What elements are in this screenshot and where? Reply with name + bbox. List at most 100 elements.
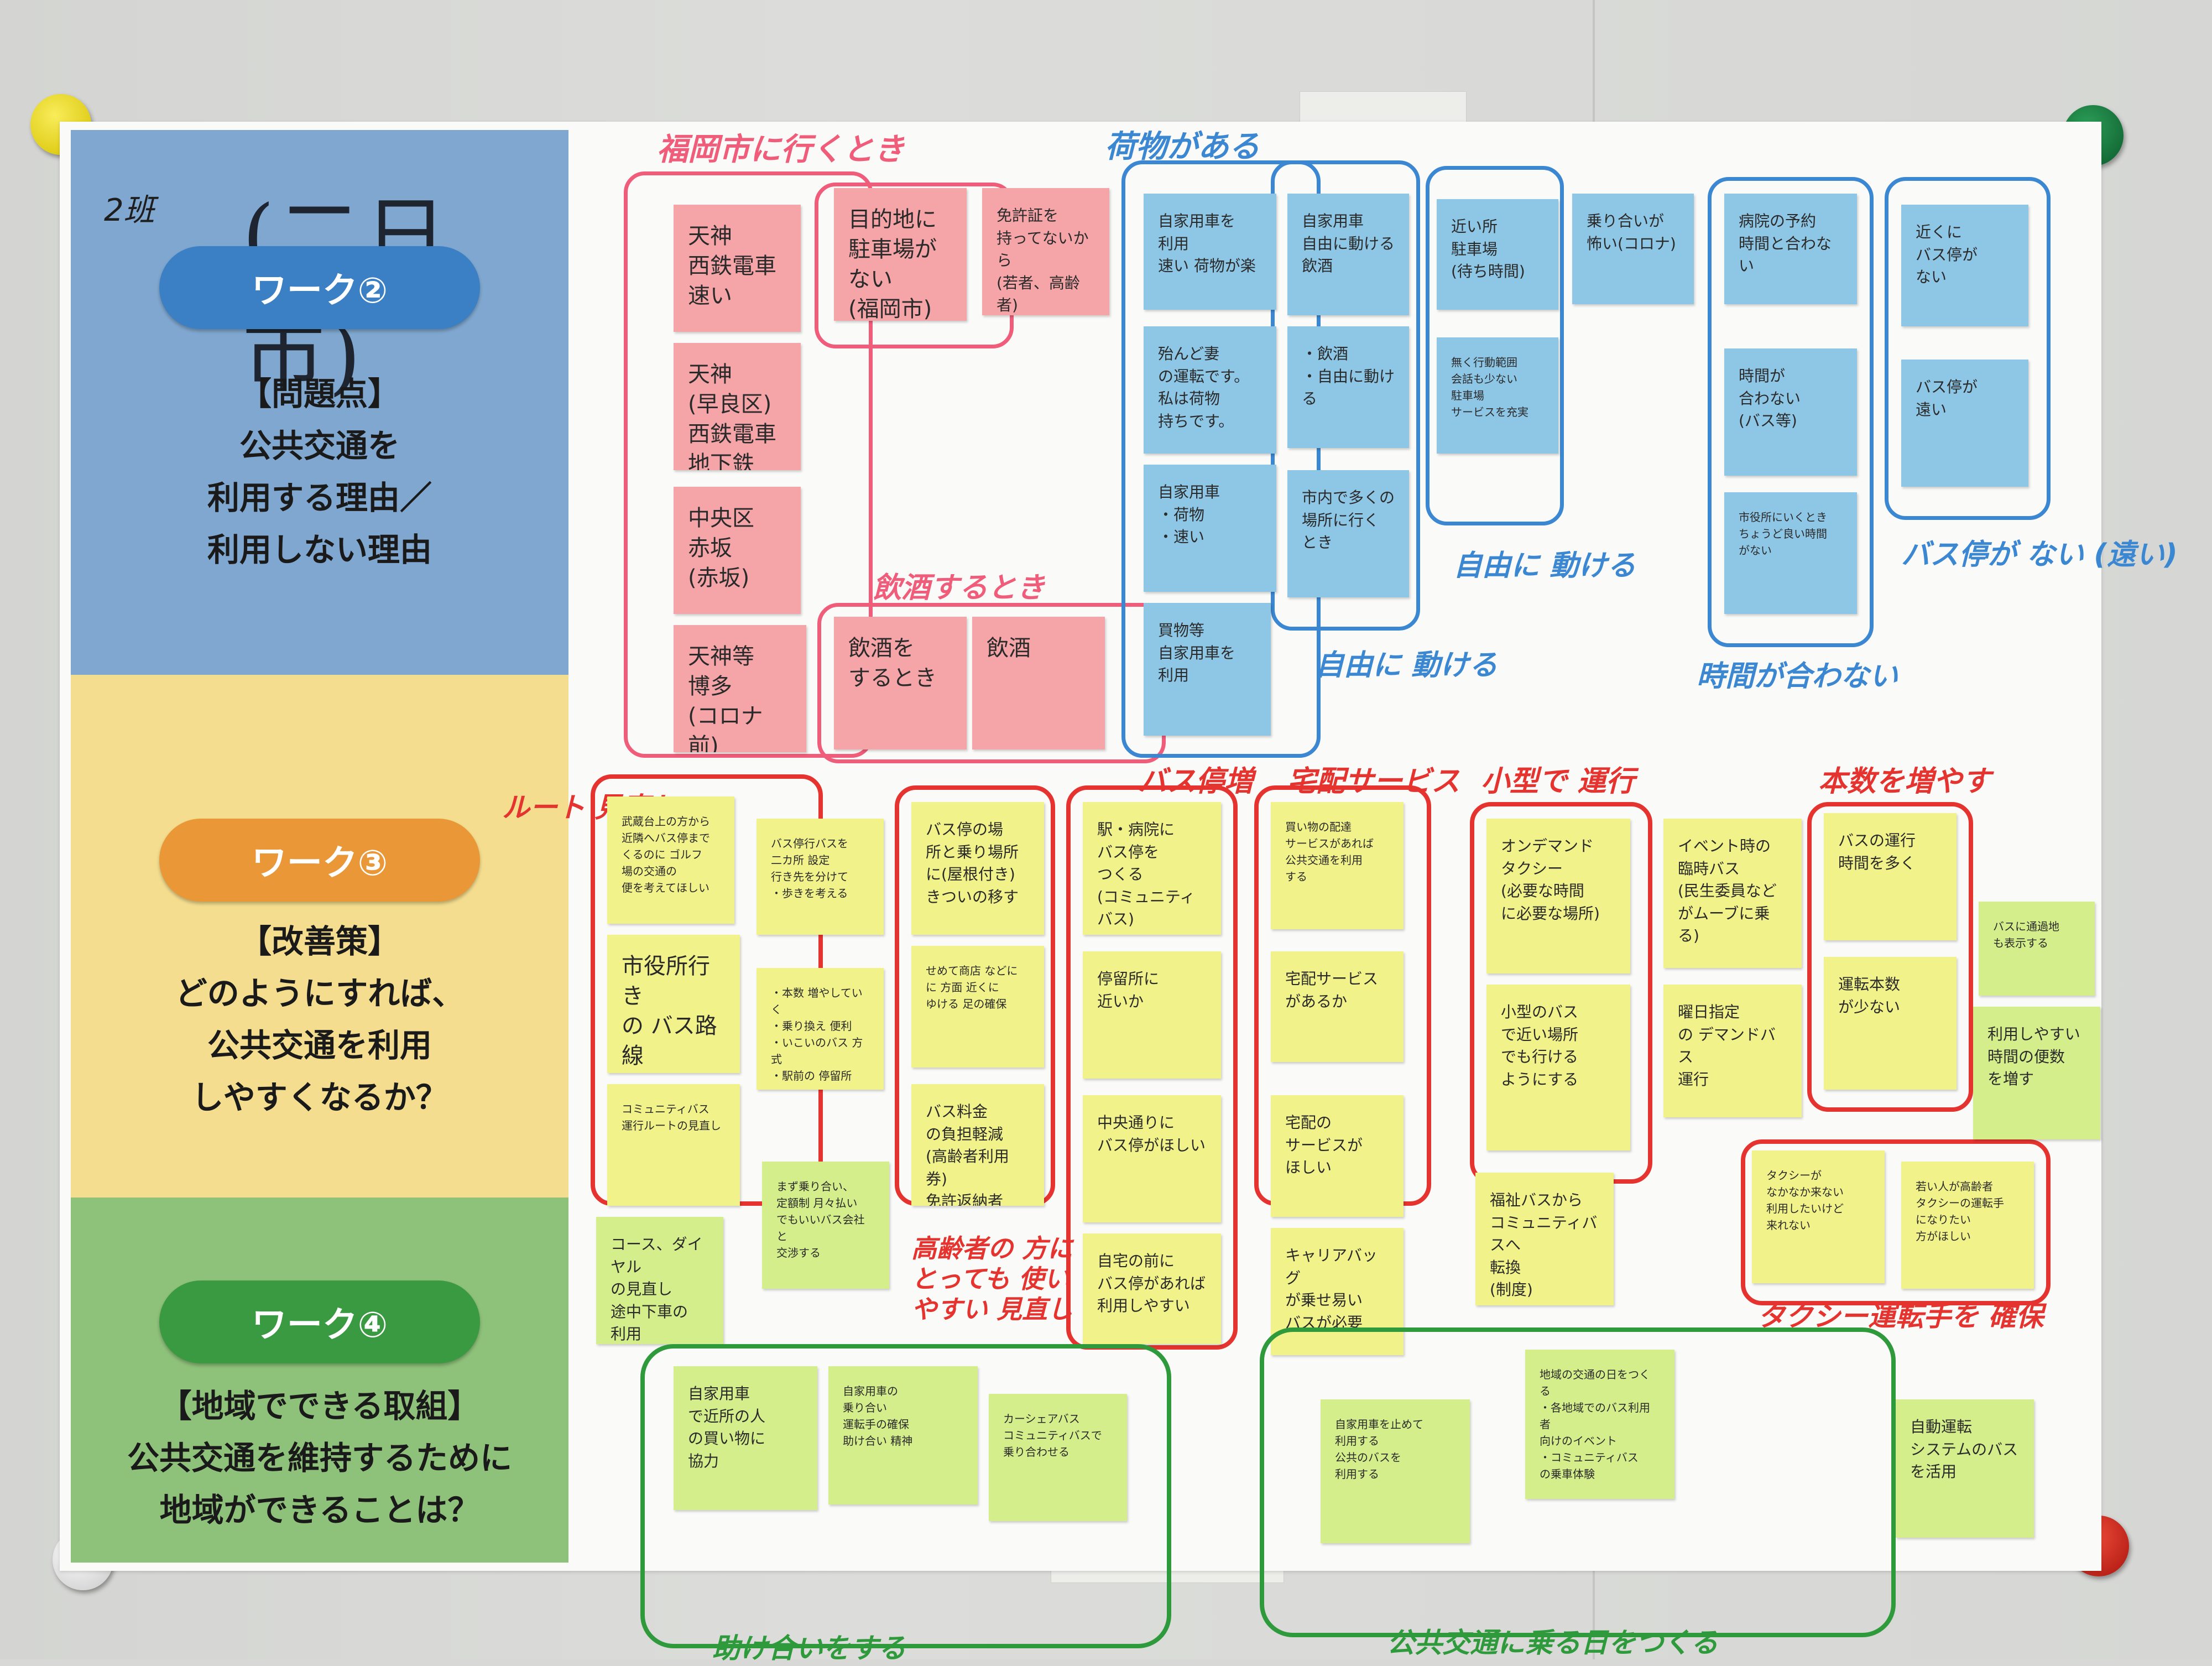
sticky-note: 買物等自家用車を利用 [1144, 603, 1271, 736]
sticky-note: 病院の予約時間と合わない [1724, 194, 1857, 304]
sticky-note: 飲酒 [972, 617, 1105, 749]
question-line: どのようにすれば、 [175, 975, 465, 1012]
sticky-note: 自宅の前にバス停があれば利用しやすい [1083, 1233, 1221, 1344]
question-line: 【地域でできる取組】 [159, 1387, 480, 1425]
sticky-note: 自動運転システムのバスを活用 [1896, 1399, 2034, 1538]
sticky-note: 武蔵台上の方から近隣へバス停までくるのに ゴルフ場の交通の便を考えてほしい [607, 796, 734, 924]
sticky-note: 飲酒をするとき [834, 617, 967, 749]
question-line: 地域ができることは？ [159, 1491, 480, 1529]
sticky-note: 殆んど妻の運転です。私は荷物持ちです。 [1144, 326, 1276, 454]
jikan-label: 時間が合わない [1697, 660, 1898, 693]
sticky-note: 小型のバスで近い場所でも行けるようにする [1486, 985, 1630, 1150]
question-line: 【改善策】 [239, 923, 400, 960]
improvements-band [71, 675, 568, 1198]
work3-pill: ワーク③ [159, 819, 480, 902]
sticky-note: バスの運行時間を多く [1824, 813, 1957, 940]
question-line: 公共交通を維持するために [127, 1439, 512, 1477]
work2-pill: ワーク② [159, 246, 480, 329]
sticky-note: 自家用車で近所の人の買い物に協力 [674, 1366, 817, 1510]
jikan-ring [1708, 177, 1874, 647]
fukuoka-label: 福岡市に行くとき [657, 132, 905, 168]
sticky-note: オンデマンドタクシー(必要な時間に必要な場所) [1486, 819, 1630, 973]
work3-question: 【改善策】 どのようにすれば、 公共交通を利用 しやすくなるか？ [71, 915, 568, 1123]
question-line: 公共交通を [239, 427, 400, 465]
honsu-ring [1807, 802, 1973, 1112]
jiyu-ring-mid [1426, 166, 1564, 525]
sticky-note: 市内で多くの場所に行くとき [1287, 470, 1409, 597]
sidebar: 2班 (二日市) ワーク② 【問題点】 公共交通を 利用する理由／ 利用しない理… [71, 130, 568, 1563]
sticky-note: イベント時の臨時バス(民生委員などがムーブに乗る) [1663, 819, 1802, 968]
nimotsu-label: 荷物がある [1105, 129, 1260, 165]
sticky-note: 自家用車自由に動ける飲酒 [1287, 194, 1409, 315]
sticky-note: 利用しやすい時間の便数を増す [1973, 1007, 2100, 1139]
sticky-note: せめて商店 などにに 方面 近くにゆける 足の確保 [911, 946, 1044, 1068]
sticky-note: バス料金の負担軽減(高齢者利用券)免許返納者 [911, 1084, 1044, 1206]
sticky-note: 中央区赤坂(赤坂) [674, 487, 801, 614]
sticky-note: 時間が合わない(バス等) [1724, 348, 1857, 476]
nimotsu-ring [1121, 160, 1321, 758]
work2-question: 【問題点】 公共交通を 利用する理由／ 利用しない理由 [71, 368, 568, 576]
work4-question: 【地域でできる取組】 公共交通を維持するために 地域ができることは？ [71, 1380, 568, 1536]
sticky-note: 近くにバス停がない [1901, 205, 2028, 326]
basutei-label: バス停が ない (遠い) [1901, 538, 2178, 571]
sticky-note: コース、ダイヤルの見直し途中下車の利用 [596, 1217, 723, 1344]
question-line: 【問題点】 [239, 375, 400, 413]
basutei2-label: バス停増 [1138, 765, 1254, 798]
sticky-note: カーシェアバスコミュニティバスで乗り合わせる [989, 1394, 1127, 1521]
honsu-label: 本数を増やす [1818, 765, 1991, 798]
sticky-note: 自家用車を利用速い 荷物が楽 [1144, 194, 1276, 310]
sticky-note: バス停の場所と乗り場所に(屋根付き)きついの移す [911, 802, 1044, 935]
jiyu-label-left: 自由に 動ける [1315, 649, 1498, 682]
inshu-label: 飲酒するとき [873, 571, 1046, 605]
sticky-note: 目的地に駐車場がない(福岡市) [834, 188, 967, 321]
sticky-note: ・本数 増やしていく・乗り換え 便利・いこいのバス 方式・駅前の 停留所 [757, 968, 884, 1090]
norubi-ring [1260, 1327, 1896, 1637]
sticky-note: 乗り合いが怖い(コロナ) [1572, 194, 1694, 304]
sticky-note: 自家用車の乗り合い運転手の確保助け合い 精神 [828, 1366, 978, 1504]
problems-band [71, 130, 568, 675]
fukuoka-ring [624, 171, 873, 758]
sticky-note: 停留所に近いか [1083, 951, 1221, 1079]
sticky-note: キャリアバッグが乗せ易いバスが必要 [1271, 1228, 1404, 1355]
sticky-note: 買い物の配達サービスがあれば公共交通を利用する [1271, 802, 1404, 929]
basutei-ring [1885, 177, 2051, 520]
takuhai-label: 宅配サービス [1287, 765, 1460, 798]
sticky-note: バスに通過地も表示する [1979, 902, 2095, 996]
sticky-note: 中央通りにバス停がほしい [1083, 1095, 1221, 1222]
sticky-note: 若い人が高齢者タクシーの運転手になりたい方がほしい [1901, 1162, 2034, 1289]
koreisha-label: 高齢者の 方にとっても 使いやすい 見直し [911, 1233, 1073, 1325]
question-line: 利用しない理由 [207, 531, 432, 569]
sticky-note: コミュニティバス運行ルートの見直し [607, 1084, 740, 1206]
sticky-note: ・飲酒・自由に動ける [1287, 326, 1409, 448]
norubi-label: 公共交通に乗る日をつくる [1387, 1627, 1718, 1659]
work4-pill: ワーク④ [159, 1280, 480, 1363]
taxi-driver-label: タクシー運転手を 確保 [1757, 1300, 2044, 1332]
group-label: 2班 [104, 192, 155, 228]
sticky-note: まず乗り合い、定額制 月々払いでもいいバス会社と交渉する [762, 1162, 889, 1289]
sticky-note: 駅・病院にバス停をつくる(コミュニティバス) [1083, 802, 1221, 935]
sticky-note: タクシーがなかなか来ない利用したいけど来れない [1752, 1150, 1885, 1283]
kogata-label: 小型で 運行 [1481, 765, 1635, 798]
tasukeai-ring [640, 1344, 1171, 1648]
tasukeai-label: 助け合いをする [712, 1632, 906, 1664]
sticky-note: 近い所駐車場(待ち時間) [1437, 199, 1558, 310]
sticky-note: 免許証を持ってないから(若者、高齢者) [982, 188, 1109, 315]
sticky-note: 天神西鉄電車速い [674, 205, 801, 332]
question-line: 公共交通を利用 [207, 1027, 432, 1064]
sticky-note: 無く行動範囲会話も少ない駐車場サービスを充実 [1437, 337, 1558, 454]
sticky-note: 宅配サービスがあるか [1271, 951, 1404, 1062]
sticky-note: バス停が遠い [1901, 360, 2028, 487]
poster-sheet: 2班 (二日市) ワーク② 【問題点】 公共交通を 利用する理由／ 利用しない理… [60, 122, 2178, 1664]
sticky-note: 自家用車を止めて利用する公共のバスを利用する [1321, 1399, 1470, 1543]
sticky-note: 曜日指定の デマンドバス運行 [1663, 985, 1802, 1117]
community-band [71, 1198, 568, 1563]
taxi-ring [1741, 1139, 2051, 1305]
sticky-note: 地域の交通の日をつくる・各地域でのバス利用者向けのイベント・コミュニティバスの乗… [1525, 1350, 1674, 1499]
sticky-note: バス停行バスを二カ所 設定行き先を分けて・歩きを考える [757, 819, 884, 935]
sticky-note: 福祉バスからコミュニティバスへ転換(制度) [1475, 1173, 1614, 1305]
sticky-note: 自家用車・荷物・速い [1144, 465, 1276, 592]
sticky-note: 宅配のサービスがほしい [1271, 1095, 1404, 1217]
sticky-note: 市役所にいくときちょうど良い時間がない [1724, 492, 1857, 614]
